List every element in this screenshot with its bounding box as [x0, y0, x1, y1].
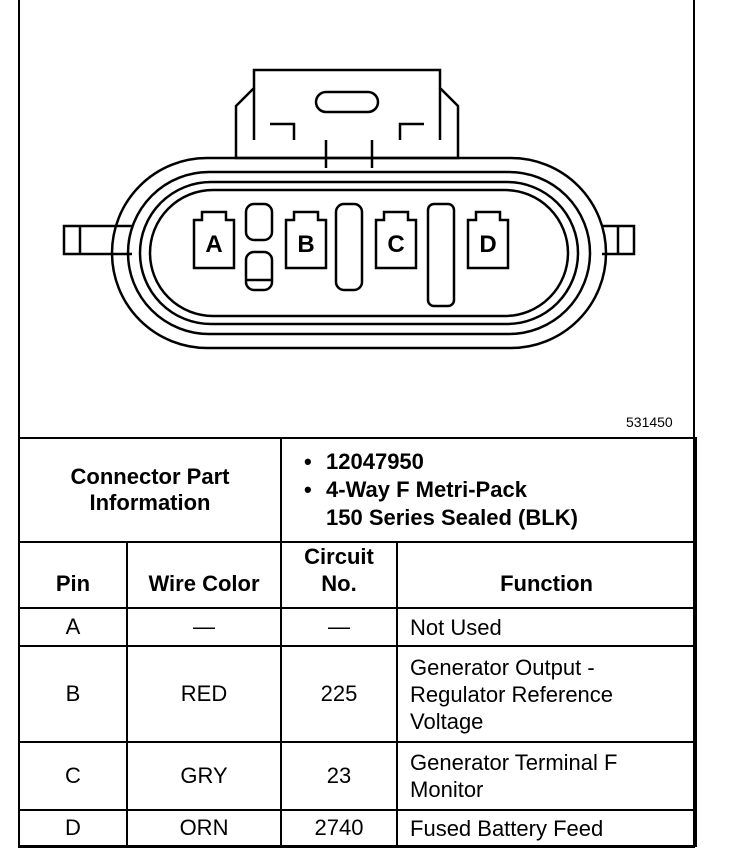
info-label-line1: Connector Part: [70, 464, 230, 489]
cavity-b: [284, 210, 328, 270]
header-circuit-line2: No.: [321, 571, 357, 596]
info-row: Connector Part Information 12047950 4-Wa…: [17, 437, 698, 543]
cell-wire-color: GRY: [125, 741, 283, 811]
header-pin: Pin: [18, 541, 128, 609]
table-row: D ORN 2740 Fused Battery Feed: [18, 809, 698, 847]
connector-info-label: Connector Part Information: [17, 437, 283, 543]
pin-label-c: C: [387, 231, 404, 258]
cell-pin: D: [18, 809, 128, 847]
function-line1: Fused Battery Feed: [410, 815, 604, 841]
table-row: B RED 225 Generator Output - Regulator R…: [18, 645, 698, 743]
key-lower: [244, 250, 274, 292]
function-line1: Generator Terminal F: [410, 750, 618, 775]
key-right: [426, 202, 456, 308]
cavity-a: [192, 210, 236, 270]
header-circuit: Circuit No.: [280, 541, 399, 609]
key-upper: [244, 202, 274, 242]
table-row: C GRY 23 Generator Terminal F Monitor: [18, 741, 698, 811]
lock-slot: [314, 90, 380, 114]
header-circuit-line1: Circuit: [304, 544, 374, 569]
cell-function: Generator Terminal F Monitor: [396, 741, 698, 811]
cavity-d: [466, 210, 510, 270]
part-description-line1: 4-Way F Metri-Pack: [304, 476, 695, 504]
left-ear: [62, 224, 132, 256]
cell-wire-color: —: [125, 607, 283, 647]
connector-info-values: 12047950 4-Way F Metri-Pack 150 Series S…: [280, 437, 698, 543]
cell-function: Not Used: [396, 607, 698, 647]
key-center: [334, 202, 364, 292]
cavity-c: [374, 210, 418, 270]
cell-function: Generator Output - Regulator Reference V…: [396, 645, 698, 743]
connector-body: [110, 156, 608, 350]
cell-circuit: 2740: [280, 809, 399, 847]
pin-label-b: B: [297, 231, 314, 258]
table-row: A — — Not Used: [18, 607, 698, 647]
cell-wire-color: RED: [125, 645, 283, 743]
pin-label-d: D: [479, 231, 496, 258]
pin-label-a: A: [205, 231, 222, 258]
function-line2: Regulator Reference: [410, 681, 614, 707]
figure-code: 531450: [626, 414, 673, 430]
part-description-line2: 150 Series Sealed (BLK): [326, 505, 578, 530]
header-wire-color: Wire Color: [125, 541, 283, 609]
lock-tab: [234, 68, 460, 160]
cell-circuit: 23: [280, 741, 399, 811]
function-line3: Voltage: [410, 708, 484, 734]
cell-circuit: —: [280, 607, 399, 647]
cell-pin: A: [18, 607, 128, 647]
cell-pin: C: [18, 741, 128, 811]
diagram-frame: [18, 0, 695, 848]
cell-wire-color: ORN: [125, 809, 283, 847]
info-label-line2: Information: [89, 490, 211, 515]
connector-table: Connector Part Information 12047950 4-Wa…: [17, 437, 698, 847]
cell-pin: B: [18, 645, 128, 743]
cell-circuit: 225: [280, 645, 399, 743]
connector-drawing: A B C D: [62, 68, 636, 350]
function-line1: Not Used: [410, 614, 502, 640]
header-row: Pin Wire Color Circuit No. Function: [18, 541, 698, 609]
function-line2: Monitor: [410, 777, 484, 802]
cell-function: Fused Battery Feed: [396, 809, 698, 847]
part-number: 12047950: [304, 448, 695, 476]
function-line1: Generator Output -: [410, 654, 595, 680]
header-function: Function: [396, 541, 698, 609]
